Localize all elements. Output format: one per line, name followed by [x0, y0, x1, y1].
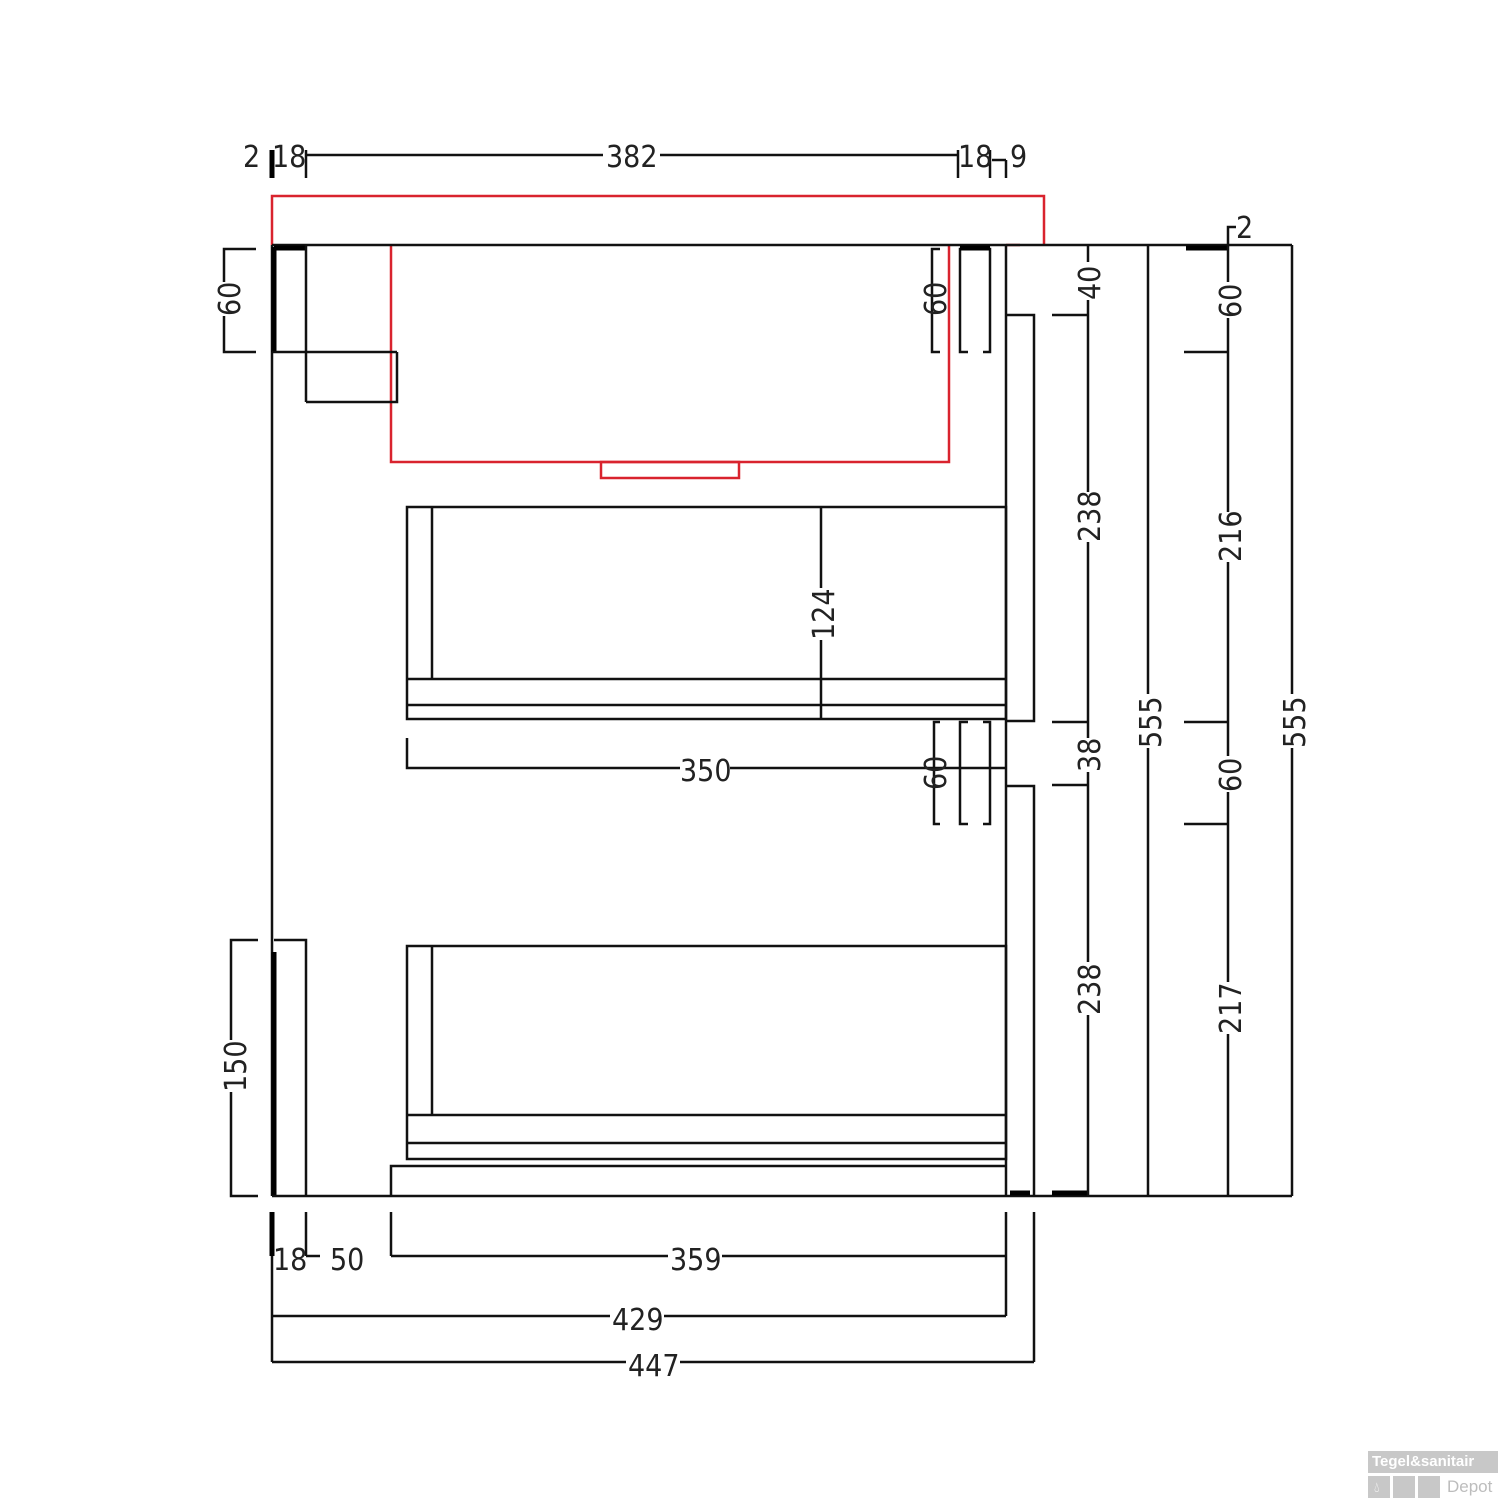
dim-right-217: 217: [1214, 982, 1249, 1034]
hinge-middle: [932, 720, 992, 826]
hinge-upper: [930, 245, 992, 354]
brand-logo: Tegel&sanitair 💧︎ Depot: [1368, 1451, 1498, 1498]
dim-right-238-bottom: 238: [1073, 963, 1108, 1015]
dim-right-216: 216: [1214, 510, 1249, 562]
right-dimensions-a: [1052, 245, 1150, 1196]
dim-right-60-mid: 60: [1214, 758, 1249, 792]
dim-right-2: 2: [1236, 211, 1253, 246]
dim-right-555-b: 555: [1278, 696, 1313, 748]
dim-top-382: 382: [606, 140, 658, 175]
tile-square-icon: [1418, 1476, 1440, 1498]
dim-left-150: 150: [219, 1040, 254, 1092]
logo-name: Tegel&sanitair: [1368, 1451, 1498, 1473]
dim-left-60: 60: [213, 282, 248, 316]
dim-inner-60-mid: 60: [919, 756, 954, 790]
dimension-labels: 2 18 382 18 9 60 150 60 124 350 60 40 23…: [213, 140, 1313, 1384]
dim-right-238-top: 238: [1073, 490, 1108, 542]
dim-bottom-50: 50: [330, 1243, 364, 1278]
dim-bottom-18: 18: [273, 1243, 307, 1278]
logo-depot: Depot: [1447, 1477, 1493, 1496]
dim-right-38: 38: [1073, 738, 1108, 772]
dim-bottom-359: 359: [670, 1243, 722, 1278]
dim-top-18-left: 18: [272, 140, 306, 175]
top-dimensions: [269, 150, 1008, 178]
dim-top-9: 9: [1010, 140, 1027, 175]
tile-square-icon: [1393, 1476, 1415, 1498]
logo-bottom-row: 💧︎ Depot: [1368, 1476, 1498, 1498]
upper-drawer: [405, 505, 1008, 721]
dim-right-40: 40: [1073, 266, 1108, 300]
water-drop-icon: 💧︎: [1368, 1476, 1390, 1498]
right-dimensions-b: [1184, 225, 1294, 1196]
sink-outline: [270, 194, 1046, 480]
dim-bottom-429: 429: [612, 1303, 664, 1338]
dim-top-2: 2: [243, 140, 260, 175]
width-350-dimension: [405, 738, 1006, 770]
dim-bottom-447: 447: [628, 1349, 680, 1384]
dim-drawer-124: 124: [807, 588, 842, 640]
cabinet-body: [270, 243, 1292, 1198]
dim-right-555-a: 555: [1134, 696, 1169, 748]
dim-right-60-top: 60: [1214, 284, 1249, 318]
dim-width-350: 350: [680, 754, 732, 789]
bottom-dimensions: [269, 1212, 1036, 1364]
dim-top-18-right: 18: [958, 140, 992, 175]
left-dimensions: [222, 247, 258, 1198]
lower-drawer: [389, 944, 1008, 1196]
dim-inner-60-upper: 60: [919, 282, 954, 316]
